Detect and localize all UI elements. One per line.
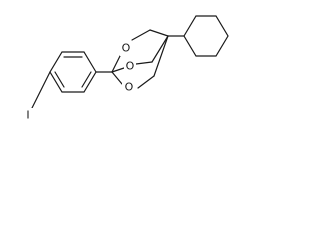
bond-c1-o2 <box>111 67 125 73</box>
oxygen-atom-1: O <box>120 42 132 56</box>
aromatic-double-bond-2 <box>54 71 65 88</box>
atom-o2-label: O <box>126 60 135 73</box>
bond-o3-ch2c <box>137 75 155 89</box>
oxygen-atom-2: O <box>124 60 136 74</box>
bicyclic-cage <box>111 29 169 89</box>
bond-o1-ch2a <box>131 29 151 41</box>
bond-c1-o3 <box>111 71 123 85</box>
bond-ch2c-c4 <box>153 35 169 77</box>
atom-i-label: I <box>26 109 29 122</box>
atom-labels: O O O I <box>22 42 136 122</box>
benzene-ring <box>49 51 97 93</box>
bond-o2-ch2b <box>135 61 153 65</box>
cyclohexyl-ring <box>167 15 229 57</box>
aromatic-double-bond-3 <box>81 71 92 88</box>
atom-o3-label: O <box>125 81 134 94</box>
cyclohexane-ring <box>183 15 229 57</box>
bond-c1-o1 <box>111 55 121 73</box>
oxygen-atom-3: O <box>122 80 136 94</box>
iodine-atom: I <box>22 108 34 122</box>
atom-o1-label: O <box>122 42 131 55</box>
bond-ch2b-c4 <box>151 35 169 63</box>
iodophenyl-ring <box>29 51 113 113</box>
bond-ar-i <box>29 71 51 113</box>
bond-ch2a-c4 <box>149 29 169 37</box>
chemical-structure-diagram: O O O I <box>22 15 229 122</box>
